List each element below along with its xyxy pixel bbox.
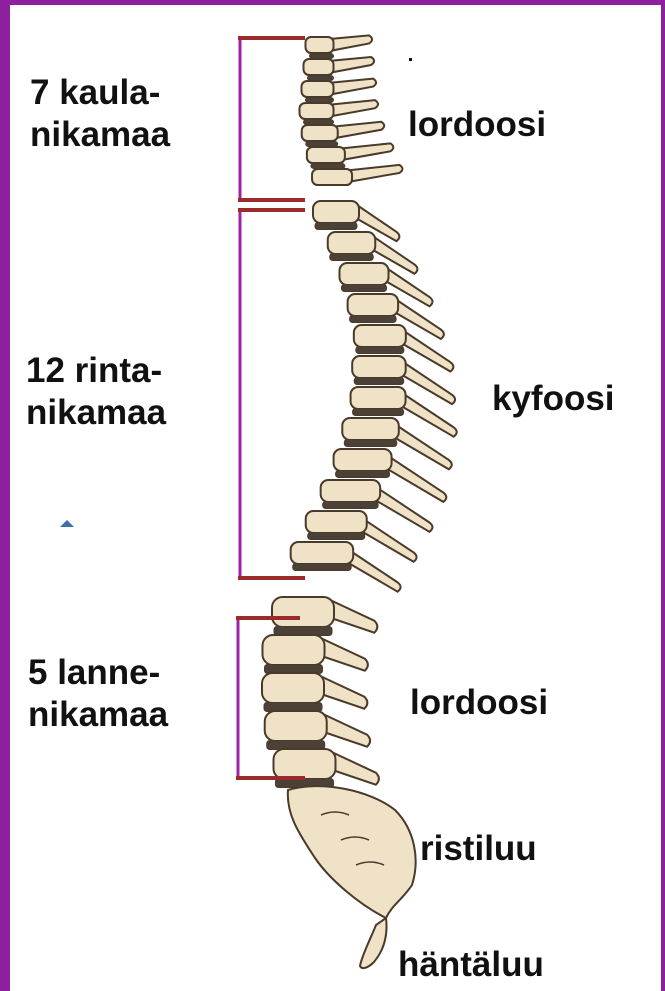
cervical-disc — [311, 164, 345, 169]
thoracic-disc — [293, 564, 352, 571]
cervical-lordosis-label: lordoosi — [408, 104, 546, 146]
cervical-vertebra — [312, 169, 352, 185]
cervical-disc — [308, 76, 334, 81]
thoracic-vertebra — [321, 480, 381, 502]
stray-triangle-marker — [60, 520, 74, 527]
thoracic-vertebra — [342, 418, 399, 440]
lumbar-process — [321, 713, 370, 747]
thoracic-vertebra — [354, 325, 406, 347]
cervical-vertebra — [307, 147, 345, 163]
sacrum-label: ristiluu — [420, 828, 537, 870]
lumbar-lordosis-label: lordoosi — [410, 682, 548, 724]
cervical-vertebra — [302, 81, 334, 97]
cervical-process — [330, 35, 373, 51]
thoracic-disc — [336, 471, 390, 478]
lumbar-process — [318, 675, 367, 709]
cervical-count-label: 7 kaula- — [30, 72, 160, 114]
lumbar-vertebra — [265, 711, 327, 741]
cervical-process — [329, 57, 375, 73]
cervical-process — [328, 79, 377, 95]
thoracic-disc — [342, 285, 387, 292]
thoracic-count-label: 12 rinta- — [26, 350, 162, 392]
cervical-vertebra — [300, 103, 334, 119]
coccyx-label: häntäluu — [398, 944, 544, 986]
cervical-disc — [304, 120, 334, 125]
lumbar-process — [328, 599, 377, 633]
thoracic-disc — [323, 502, 379, 509]
lumbar-process — [330, 751, 379, 785]
thoracic-disc — [350, 316, 397, 323]
lumbar-word-label: nikamaa — [28, 694, 168, 736]
coccyx-bone — [360, 918, 387, 968]
lumbar-vertebra — [263, 635, 325, 665]
thoracic-disc — [353, 409, 404, 416]
cervical-disc — [306, 98, 334, 103]
thoracic-vertebra — [291, 542, 354, 564]
sacrum-bone — [288, 786, 416, 918]
thoracic-vertebra — [348, 294, 399, 316]
cervical-disc — [310, 54, 334, 59]
thoracic-disc — [315, 223, 357, 230]
cervical-disc — [306, 142, 338, 147]
thoracic-word-label: nikamaa — [26, 392, 166, 434]
thoracic-vertebra — [352, 356, 406, 378]
thoracic-disc — [344, 440, 397, 447]
thoracic-vertebra — [328, 232, 376, 254]
thoracic-disc — [356, 347, 404, 354]
thoracic-disc — [308, 533, 365, 540]
thoracic-disc — [354, 378, 404, 385]
stray-dot — [409, 58, 412, 61]
thoracic-vertebra — [313, 201, 359, 223]
thoracic-vertebra — [340, 263, 389, 285]
thoracic-disc — [330, 254, 374, 261]
lumbar-vertebra — [274, 749, 336, 779]
cervical-vertebra — [304, 59, 334, 75]
lumbar-process — [319, 637, 368, 671]
lumbar-vertebra — [262, 673, 324, 703]
lumbar-count-label: 5 lanne- — [28, 652, 160, 694]
cervical-vertebra — [302, 125, 338, 141]
thoracic-kyphosis-label: kyfoosi — [492, 378, 615, 420]
thoracic-vertebra — [306, 511, 367, 533]
cervical-vertebra — [306, 37, 334, 53]
thoracic-vertebra — [334, 449, 392, 471]
cervical-word-label: nikamaa — [30, 114, 170, 156]
thoracic-vertebra — [351, 387, 406, 409]
lumbar-vertebra — [272, 597, 334, 627]
